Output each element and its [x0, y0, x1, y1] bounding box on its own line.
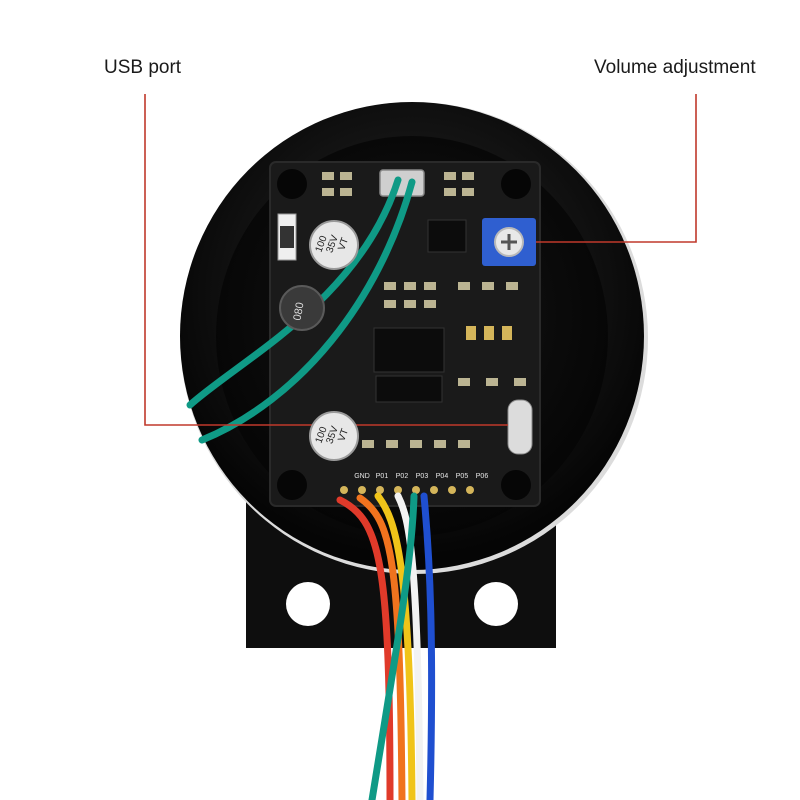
header-pin-label: P05	[456, 473, 469, 480]
inductor-label: 080	[292, 301, 307, 321]
capacitor-top	[309, 220, 359, 270]
usb-port-label: USB port	[104, 57, 182, 78]
pcb-hole-bl	[277, 470, 307, 500]
volume-adjustment-label: Volume adjustment	[594, 57, 756, 78]
header-pin-label: P01	[376, 473, 389, 480]
capacitor-top-text-3: VT	[336, 236, 351, 252]
header-pin-label: P06	[476, 473, 489, 480]
inductor	[279, 285, 325, 331]
volume-potentiometer	[482, 218, 536, 266]
pcb-hole-br	[501, 470, 531, 500]
pcb-hole-tr	[501, 169, 531, 199]
ic-chip-main	[373, 327, 445, 373]
capacitor-bottom-text-3: VT	[336, 427, 351, 443]
volume-adjustment-leader-line	[536, 94, 697, 243]
mount-hole-left	[286, 582, 330, 626]
usb-port-leader-line	[144, 94, 508, 426]
pcb-hole-tl	[277, 169, 307, 199]
ic-chip-amp	[375, 375, 443, 403]
speaker-wires	[186, 176, 436, 800]
usb-port	[379, 169, 425, 197]
header-pin-label: P02	[396, 473, 409, 480]
header-pin-label: P03	[416, 473, 429, 480]
capacitor-bottom	[309, 411, 359, 461]
crystal-oscillator	[507, 399, 533, 455]
mount-hole-right	[474, 582, 518, 626]
io-pads	[466, 326, 512, 340]
header-pin-label: GND	[354, 473, 370, 480]
ic-chip-top	[427, 219, 467, 253]
header-pin-label: P04	[436, 473, 449, 480]
header-pin-row	[340, 486, 474, 494]
